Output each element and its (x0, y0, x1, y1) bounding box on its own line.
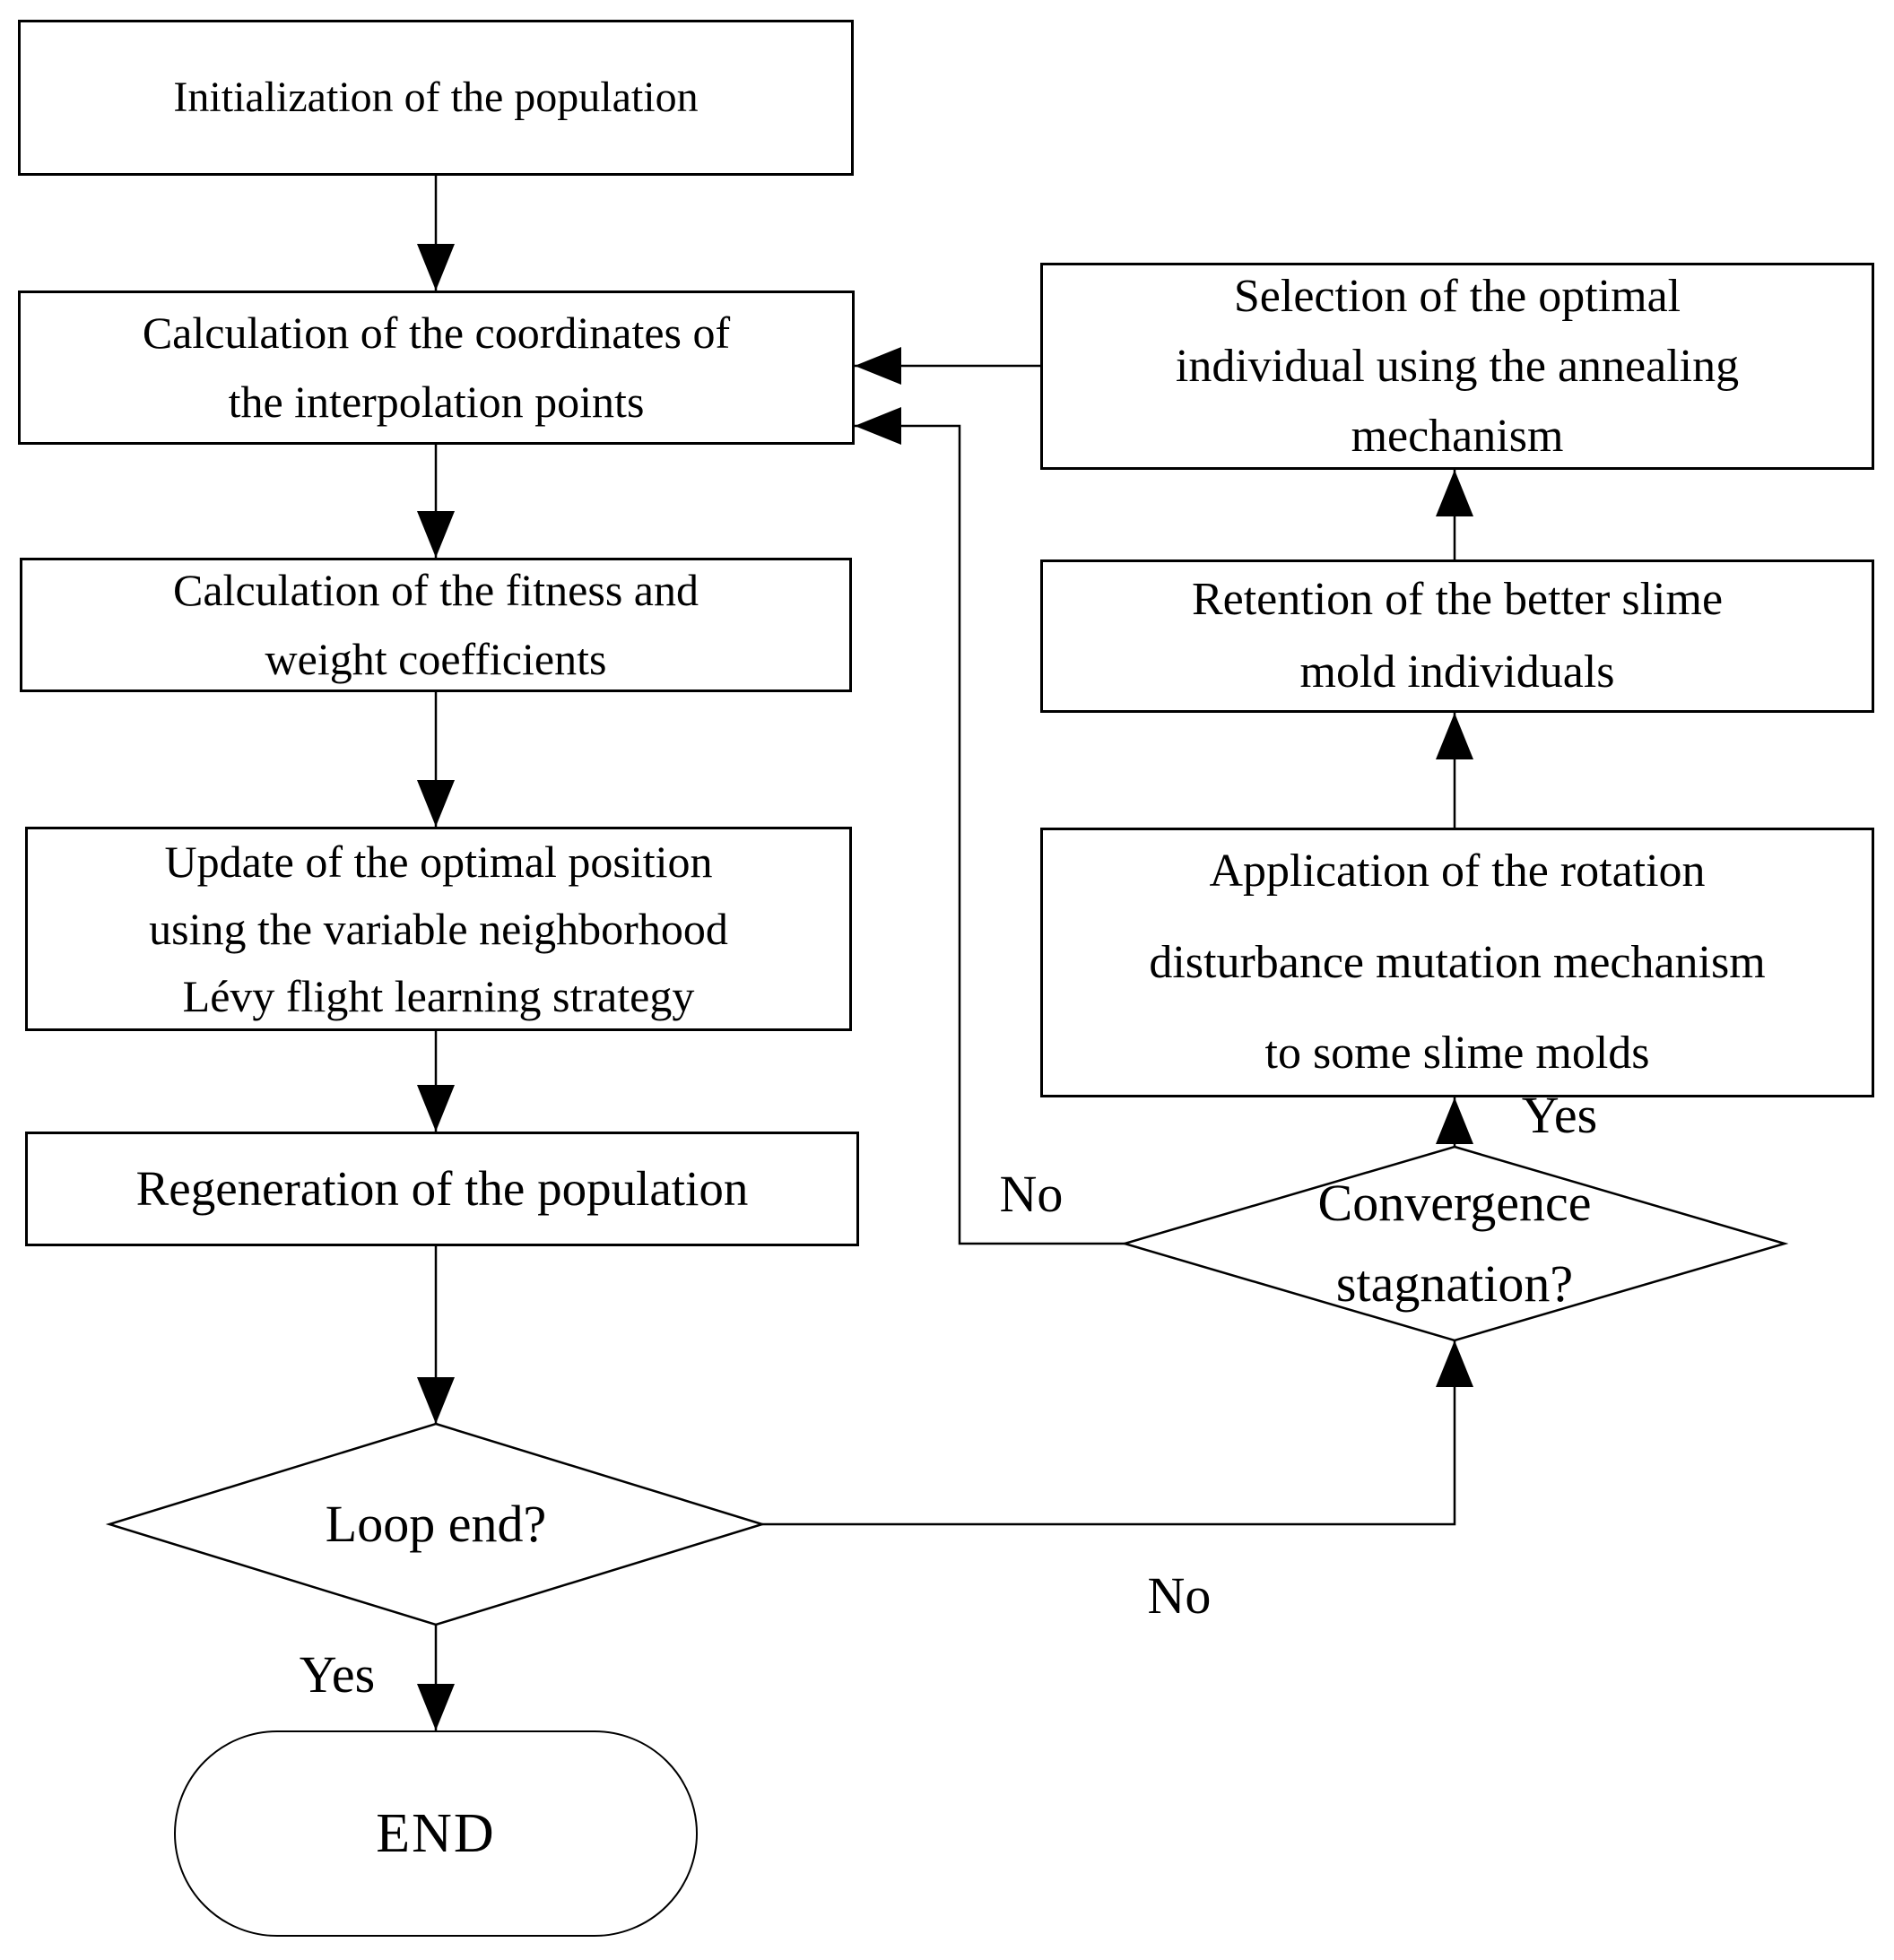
node-regeneration: Regeneration of the population (25, 1132, 859, 1246)
node-convergence-stagnation: Convergence stagnation? (1230, 1158, 1679, 1329)
node-interpolation-coordinates: Calculation of the coordinates of the in… (18, 291, 855, 445)
node-end-terminator: END (174, 1730, 698, 1937)
node-end-terminator-label: END (376, 1802, 496, 1864)
node-regeneration-label: Regeneration of the population (135, 1160, 749, 1216)
edge-label-loop-end-yes: Yes (299, 1644, 376, 1704)
edge-label-loop-end-no: No (1147, 1565, 1212, 1625)
arrowhead-coords-top (417, 244, 455, 291)
node-annealing-selection: Selection of the optimal individual usin… (1040, 263, 1874, 470)
arrowhead-rotation-bottom (1436, 1097, 1473, 1144)
node-annealing-selection-label: Selection of the optimal individual usin… (1175, 270, 1740, 462)
node-retention-label: Retention of the better slime mold indiv… (1191, 573, 1724, 698)
node-fitness-weights-label: Calculation of the fitness and weight co… (173, 564, 699, 685)
node-rotation-disturbance: Application of the rotation disturbance … (1040, 828, 1874, 1097)
node-initialization: Initialization of the population (18, 20, 854, 176)
node-loop-end-decision-label: Loop end? (325, 1495, 547, 1554)
edge-label-stagnation-no: No (999, 1164, 1064, 1223)
arrowhead-update-top (417, 780, 455, 827)
arrowhead-selection-bottom (1436, 470, 1473, 516)
node-fitness-weights: Calculation of the fitness and weight co… (20, 558, 852, 692)
node-convergence-stagnation-label: Convergence stagnation? (1317, 1174, 1592, 1313)
arrowhead-coords-right-lower (855, 407, 901, 445)
arrowhead-loop-end-top (417, 1377, 455, 1424)
arrowhead-retention-bottom (1436, 713, 1473, 759)
node-initialization-label: Initialization of the population (173, 74, 699, 121)
arrowhead-coords-right-upper (855, 347, 901, 385)
edge-loop-end-no-to-stagnation (762, 1340, 1456, 1526)
node-retention: Retention of the better slime mold indiv… (1040, 559, 1874, 713)
arrowhead-end-top (417, 1684, 455, 1730)
node-optimal-position-update: Update of the optimal position using the… (25, 827, 852, 1031)
node-optimal-position-update-label: Update of the optimal position using the… (149, 836, 728, 1021)
arrowhead-fitness-top (417, 511, 455, 558)
edge-stagnation-no-to-coords (855, 424, 1125, 1245)
node-rotation-disturbance-label: Application of the rotation disturbance … (1149, 846, 1766, 1080)
node-loop-end-decision: Loop end? (230, 1470, 642, 1578)
node-interpolation-coordinates-label: Calculation of the coordinates of the in… (142, 307, 731, 428)
arrowhead-stagnation-bottom (1436, 1340, 1473, 1387)
arrowhead-regen-top (417, 1085, 455, 1132)
edge-label-stagnation-yes: Yes (1521, 1085, 1598, 1144)
